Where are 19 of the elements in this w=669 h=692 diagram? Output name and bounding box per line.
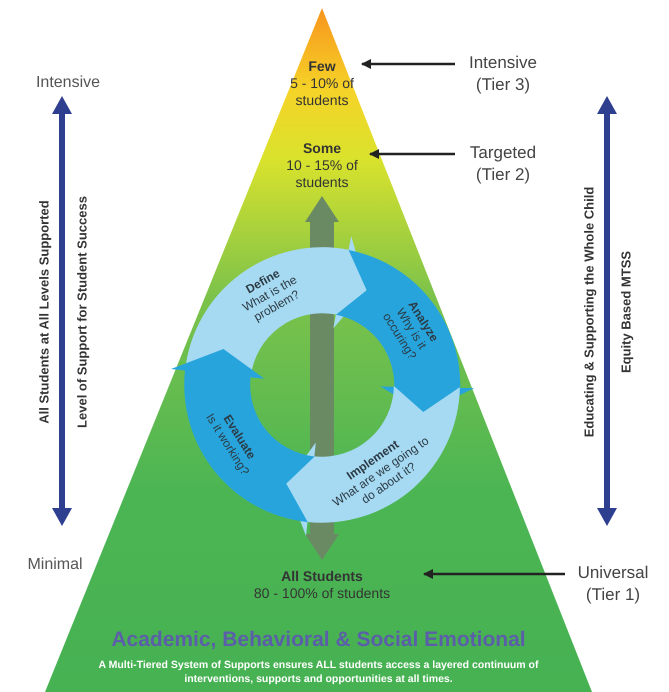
pyramid-heading: Academic, Behavioral & Social Emotional bbox=[110, 628, 527, 652]
tier-percentage: 80 - 100% of students bbox=[252, 584, 392, 602]
tier-title: Few bbox=[307, 58, 337, 75]
arrow bbox=[361, 59, 455, 69]
scale-label: Minimal bbox=[27, 556, 83, 574]
tier-percentage: 10 - 15% of students bbox=[285, 156, 359, 190]
vertical-label: Equity Based MTSS bbox=[618, 250, 634, 374]
arrow bbox=[369, 149, 455, 159]
pyramid-description: A Multi-Tiered System of Supports ensures ALL students access a layered continuum of interventions, supports and opportunities at all times. bbox=[98, 658, 540, 686]
arrow bbox=[423, 569, 565, 579]
vertical-label: Educating & Supporting the Whole Child bbox=[582, 186, 596, 438]
tier-title: Some bbox=[302, 140, 342, 157]
tier-title: All Students bbox=[280, 568, 364, 585]
scale-label: Intensive bbox=[36, 74, 100, 92]
tier-name: Intensive (Tier 3) bbox=[455, 52, 551, 96]
tier-name: Targeted (Tier 2) bbox=[455, 142, 551, 186]
vertical-label: All Students at All Levels Supported bbox=[36, 200, 52, 424]
tier-name: Universal (Tier 1) bbox=[565, 562, 661, 606]
vertical-label: Level of Support for Student Success bbox=[74, 196, 90, 428]
